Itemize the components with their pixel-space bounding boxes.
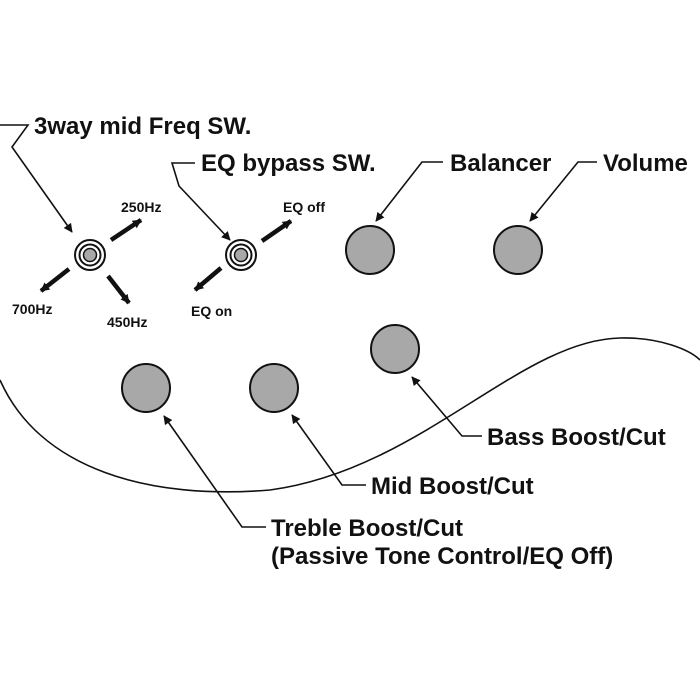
arrow-eq-on-icon [193,266,223,292]
eq-bypass-option-eq-off: EQ off [283,199,325,215]
balancer-group: Balancer [345,150,551,275]
mid-freq-option-700hz: 700Hz [12,301,52,317]
treble-group: Treble Boost/Cut (Passive Tone Control/E… [121,363,613,570]
volume-label: Volume [603,150,688,177]
eq-bypass-switch-leader-line [170,162,231,241]
balancer-label: Balancer [450,150,551,177]
mid-leader-line [291,414,366,486]
bass-group: Bass Boost/Cut [370,324,666,451]
eq-bypass-option-eq-on: EQ on [191,303,232,319]
eq-bypass-switch[interactable] [225,239,257,271]
mid-knob[interactable] [249,363,299,413]
volume-knob[interactable] [493,225,543,275]
mid-freq-option-450hz: 450Hz [107,314,147,330]
arrow-700hz-icon [39,267,71,293]
bass-knob[interactable] [370,324,420,374]
treble-label-line1: Treble Boost/Cut [271,515,463,542]
balancer-knob[interactable] [345,225,395,275]
treble-leader-line [163,415,266,528]
mid-freq-switch-leader-line [0,124,73,233]
volume-group: Volume [493,150,688,275]
treble-label-line2: (Passive Tone Control/EQ Off) [271,543,613,570]
body-outline-curve [0,337,700,493]
bass-leader-line [411,376,482,437]
arrow-450hz-icon [106,274,131,305]
arrow-eq-off-icon [260,219,293,243]
eq-bypass-switch-group: EQ bypass SW. EQ off EQ on [170,150,376,319]
volume-leader-line [529,161,597,222]
mid-freq-option-250hz: 250Hz [121,199,161,215]
mid-freq-switch-label: 3way mid Freq SW. [34,113,251,140]
bass-label: Bass Boost/Cut [487,424,666,451]
treble-knob[interactable] [121,363,171,413]
arrow-250hz-icon [109,218,143,242]
mid-label: Mid Boost/Cut [371,473,534,500]
balancer-leader-line [375,161,443,222]
mid-freq-switch-group: 3way mid Freq SW. 250Hz 700Hz 450Hz [0,113,251,330]
mid-freq-switch[interactable] [74,239,106,271]
eq-bypass-switch-label: EQ bypass SW. [201,150,376,177]
mid-group: Mid Boost/Cut [249,363,534,500]
